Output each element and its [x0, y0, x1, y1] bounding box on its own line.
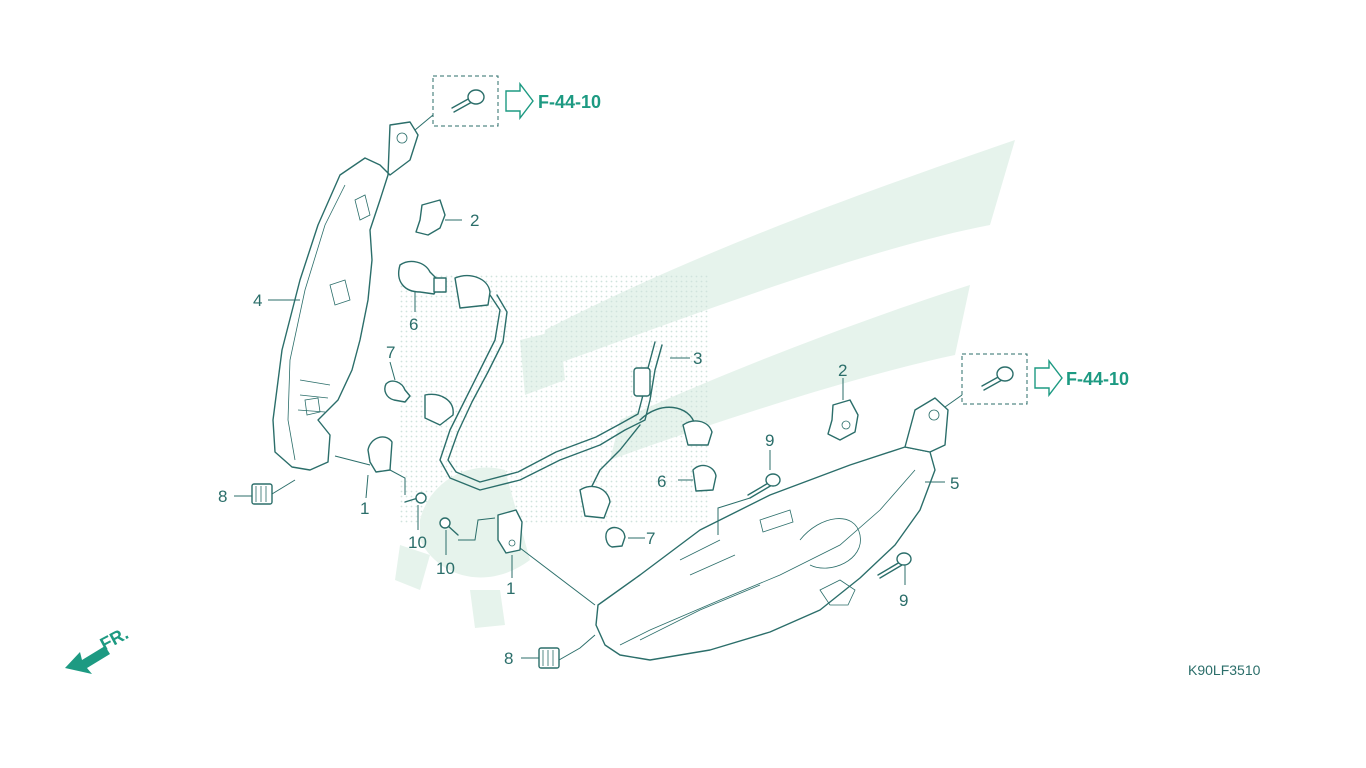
reference-arrow-right: [1034, 358, 1063, 398]
leader-lines: [234, 219, 945, 661]
callout-10-upper: 10: [408, 533, 427, 552]
grommet-lower: [497, 509, 523, 554]
callouts: 1 1 2 2 3 4 5 6 6 7 7 8 8 9 9 10 10: [218, 211, 959, 668]
callout-8-lower: 8: [504, 649, 513, 668]
front-direction-arrow: [65, 646, 110, 674]
callout-1-upper: 1: [360, 499, 369, 518]
callout-7-upper: 7: [386, 343, 395, 362]
clip-right: [827, 399, 859, 441]
connector-lower: [538, 647, 560, 669]
small-bulb-upper: [384, 380, 411, 403]
reference-bolt-upper: [414, 75, 499, 131]
screw-lower: [877, 552, 912, 579]
reference-bolt-right: [944, 353, 1028, 408]
right-turn-signal-lens: [595, 397, 949, 661]
small-bulb-lower: [605, 526, 626, 548]
grommet-upper: [367, 436, 393, 473]
callout-2-right: 2: [838, 361, 847, 380]
wire-harness: [424, 274, 713, 519]
bulb-upper: [398, 260, 447, 295]
callout-8-left: 8: [218, 487, 227, 506]
connector-left: [251, 483, 273, 505]
callout-10-lower: 10: [436, 559, 455, 578]
left-turn-signal-lens: [272, 121, 419, 471]
reference-label-right: F-44-10: [1066, 369, 1129, 389]
reference-arrow-upper: [505, 81, 534, 121]
bulb-lower: [692, 464, 717, 492]
callout-7-lower: 7: [646, 529, 655, 548]
reference-label-upper: F-44-10: [538, 92, 601, 112]
screw-upper: [747, 473, 781, 499]
callout-9-lower: 9: [899, 591, 908, 610]
callout-6-upper: 6: [409, 315, 418, 334]
callout-1-lower: 1: [506, 579, 515, 598]
small-screw-upper: [404, 492, 427, 504]
callout-3: 3: [693, 349, 702, 368]
callout-5: 5: [950, 474, 959, 493]
clip-upper: [415, 199, 446, 236]
brand-watermark: [395, 140, 1015, 628]
callout-2-upper: 2: [470, 211, 479, 230]
callout-4: 4: [253, 291, 262, 310]
small-screw-lower: [439, 517, 459, 536]
callout-6-lower: 6: [657, 472, 666, 491]
drawing-code: K90LF3510: [1188, 662, 1261, 678]
callout-9-upper: 9: [765, 431, 774, 450]
